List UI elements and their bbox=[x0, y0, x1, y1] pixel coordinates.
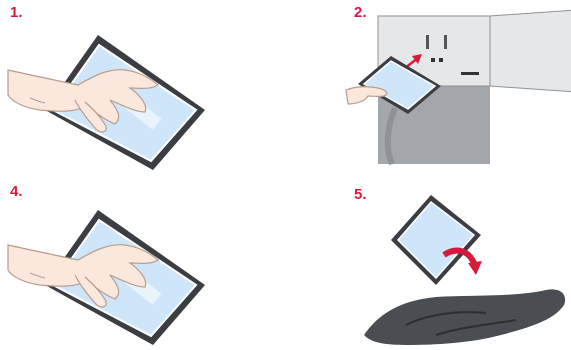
press-pack-illustration bbox=[7, 35, 205, 170]
step-4-panel: 4. bbox=[0, 175, 285, 350]
hand-icon bbox=[7, 69, 160, 133]
step-1-number: 1. bbox=[10, 4, 23, 21]
hand-icon bbox=[345, 86, 388, 105]
freezer-illustration bbox=[345, 9, 571, 166]
cooling-pack-icon bbox=[391, 195, 481, 285]
insert-into-garment-illustration bbox=[364, 195, 566, 345]
step-2-panel: 2. bbox=[286, 0, 571, 175]
rotate-arrow-icon bbox=[442, 247, 482, 275]
step-2-number: 2. bbox=[354, 4, 367, 21]
garment-icon bbox=[364, 289, 566, 345]
step-5-panel: 5. bbox=[286, 175, 571, 350]
step-1-panel: 1. bbox=[0, 0, 285, 175]
step-4-number: 4. bbox=[10, 183, 23, 200]
hand-icon bbox=[7, 244, 160, 308]
cooling-pack-icon bbox=[358, 56, 441, 114]
step-5-number: 5. bbox=[354, 186, 367, 203]
press-pack-again-illustration bbox=[7, 210, 205, 345]
